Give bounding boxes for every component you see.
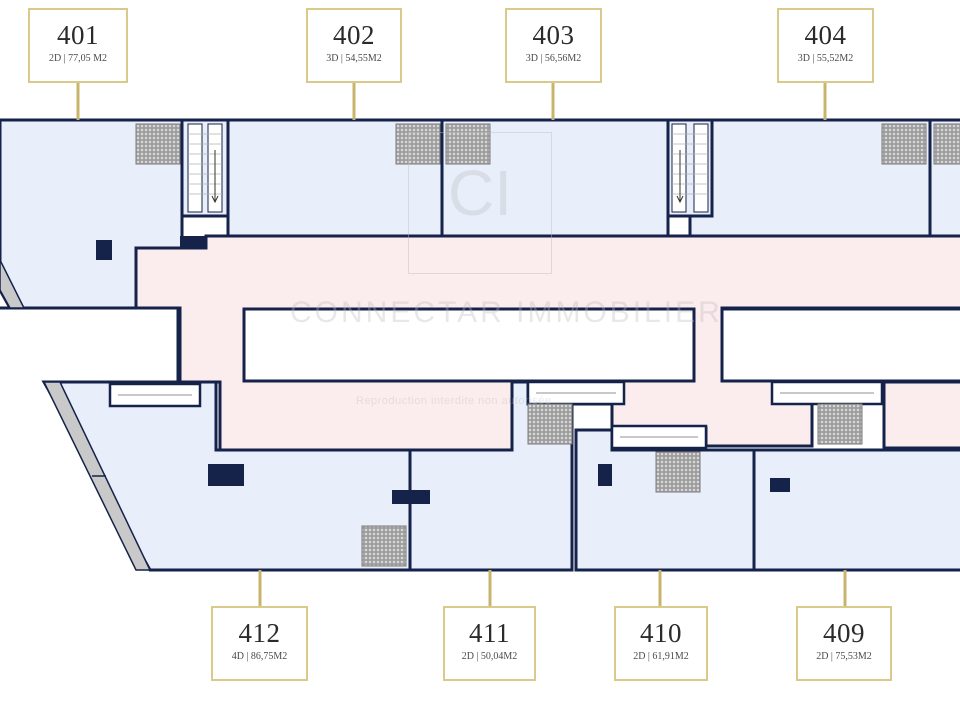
columns [96,236,790,504]
stair-treads [118,392,874,438]
unit-label-411[interactable]: 411 2D | 50,04M2 [443,606,536,681]
unit-number: 402 [333,20,375,50]
unit-label-402[interactable]: 402 3D | 54,55M2 [306,8,402,83]
unit-info: 2D | 77,05 M2 [48,53,108,64]
unit-info: 4D | 86,75M2 [231,651,288,662]
unit-number: 404 [804,20,847,50]
hvac-grills [135,123,960,567]
unit-number: 401 [57,20,99,50]
unit-number: 410 [640,618,682,648]
unit-label-409[interactable]: 409 2D | 75,53M2 [796,606,892,681]
unit-number: 403 [532,20,575,50]
unit-info: 3D | 56,56M2 [525,53,582,64]
unit-number: 411 [469,618,510,648]
leader-lines [76,82,847,608]
unit-label-403[interactable]: 403 3D | 56,56M2 [505,8,602,83]
unit-label-410[interactable]: 410 2D | 61,91M2 [614,606,708,681]
unit-info: 2D | 50,04M2 [461,651,518,662]
unit-info: 3D | 55,52M2 [797,53,854,64]
corridor-east [882,380,960,450]
unit-info: 2D | 75,53M2 [816,651,872,662]
stair-arrow-icon [211,150,684,204]
unit-label-401[interactable]: 401 2D | 77,05 M2 [28,8,128,83]
unit-info: 3D | 54,55M2 [326,53,382,64]
unit-info: 2D | 61,91M2 [633,651,689,662]
east-void [720,307,960,383]
unit-label-404[interactable]: 404 3D | 55,52M2 [777,8,874,83]
unit-label-412[interactable]: 412 4D | 86,75M2 [211,606,308,681]
central-void [242,307,696,383]
glazing-401 [0,250,26,309]
unit-number: 412 [238,618,281,648]
unit-number: 409 [823,618,865,648]
unit-410-area [574,428,756,572]
unit-409-area [752,448,960,572]
west-gap [0,310,178,380]
